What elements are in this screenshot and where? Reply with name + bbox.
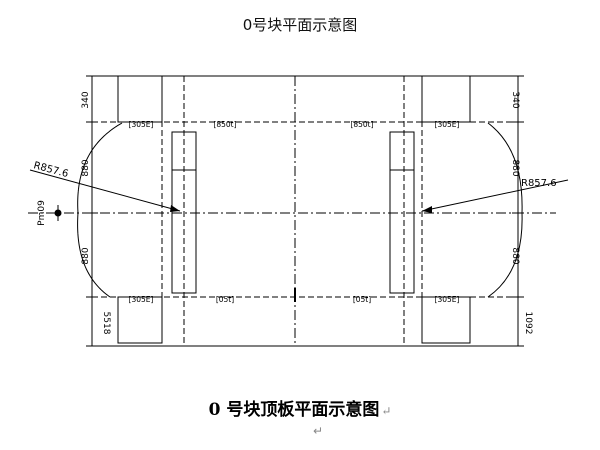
- dim-right-top: 340: [510, 91, 520, 108]
- dim-left-lower: 880: [81, 247, 91, 264]
- corner-block-top-left: [117, 75, 163, 123]
- right-end-curve: [487, 122, 523, 298]
- bracket-label-bottom-3: [05t]: [353, 295, 371, 304]
- paragraph-mark-icon: ↵: [381, 404, 392, 418]
- bracket-label-bottom-4: [305E]: [435, 295, 460, 304]
- dim-left-top: 340: [81, 91, 91, 108]
- slot-right: [389, 131, 415, 294]
- figure-caption: 0 号块顶板平面示意图↵: [0, 395, 600, 420]
- pm-label: Pm09: [37, 200, 47, 226]
- caption-text: 0 号块顶板平面示意图: [208, 400, 380, 420]
- bracket-label-top-4: [305E]: [435, 120, 460, 129]
- dim-right-bottom: 1092: [523, 312, 533, 335]
- dim-right-lower: 880: [510, 247, 520, 264]
- bracket-label-top-3: [850t]: [350, 120, 373, 129]
- bracket-label-top-2: [850t]: [213, 120, 236, 129]
- corner-block-top-right: [421, 75, 471, 123]
- left-end-curve: [77, 122, 123, 298]
- outer-boundary: [91, 75, 519, 347]
- slot-left: [171, 131, 197, 294]
- dim-left-bottom: 5518: [101, 312, 111, 335]
- radius-label-left: R857.6: [32, 160, 69, 180]
- dim-right-upper: 880: [510, 159, 520, 176]
- bracket-label-bottom-1: [305E]: [129, 295, 154, 304]
- radius-label-right: R857.6: [521, 178, 557, 189]
- bracket-label-bottom-2: [05t]: [216, 295, 234, 304]
- radius-leader-left: [29, 169, 181, 212]
- dim-left-upper: 880: [81, 159, 91, 176]
- radius-leader-right: [421, 179, 569, 212]
- plan-diagram: 340 880 880 5518 340 880 880 1092 R857.6…: [28, 75, 569, 347]
- bracket-label-top-1: [305E]: [129, 120, 154, 129]
- paragraph-mark-icon-2: ↵: [313, 424, 324, 438]
- drawing-title: 0号块平面示意图: [242, 16, 358, 34]
